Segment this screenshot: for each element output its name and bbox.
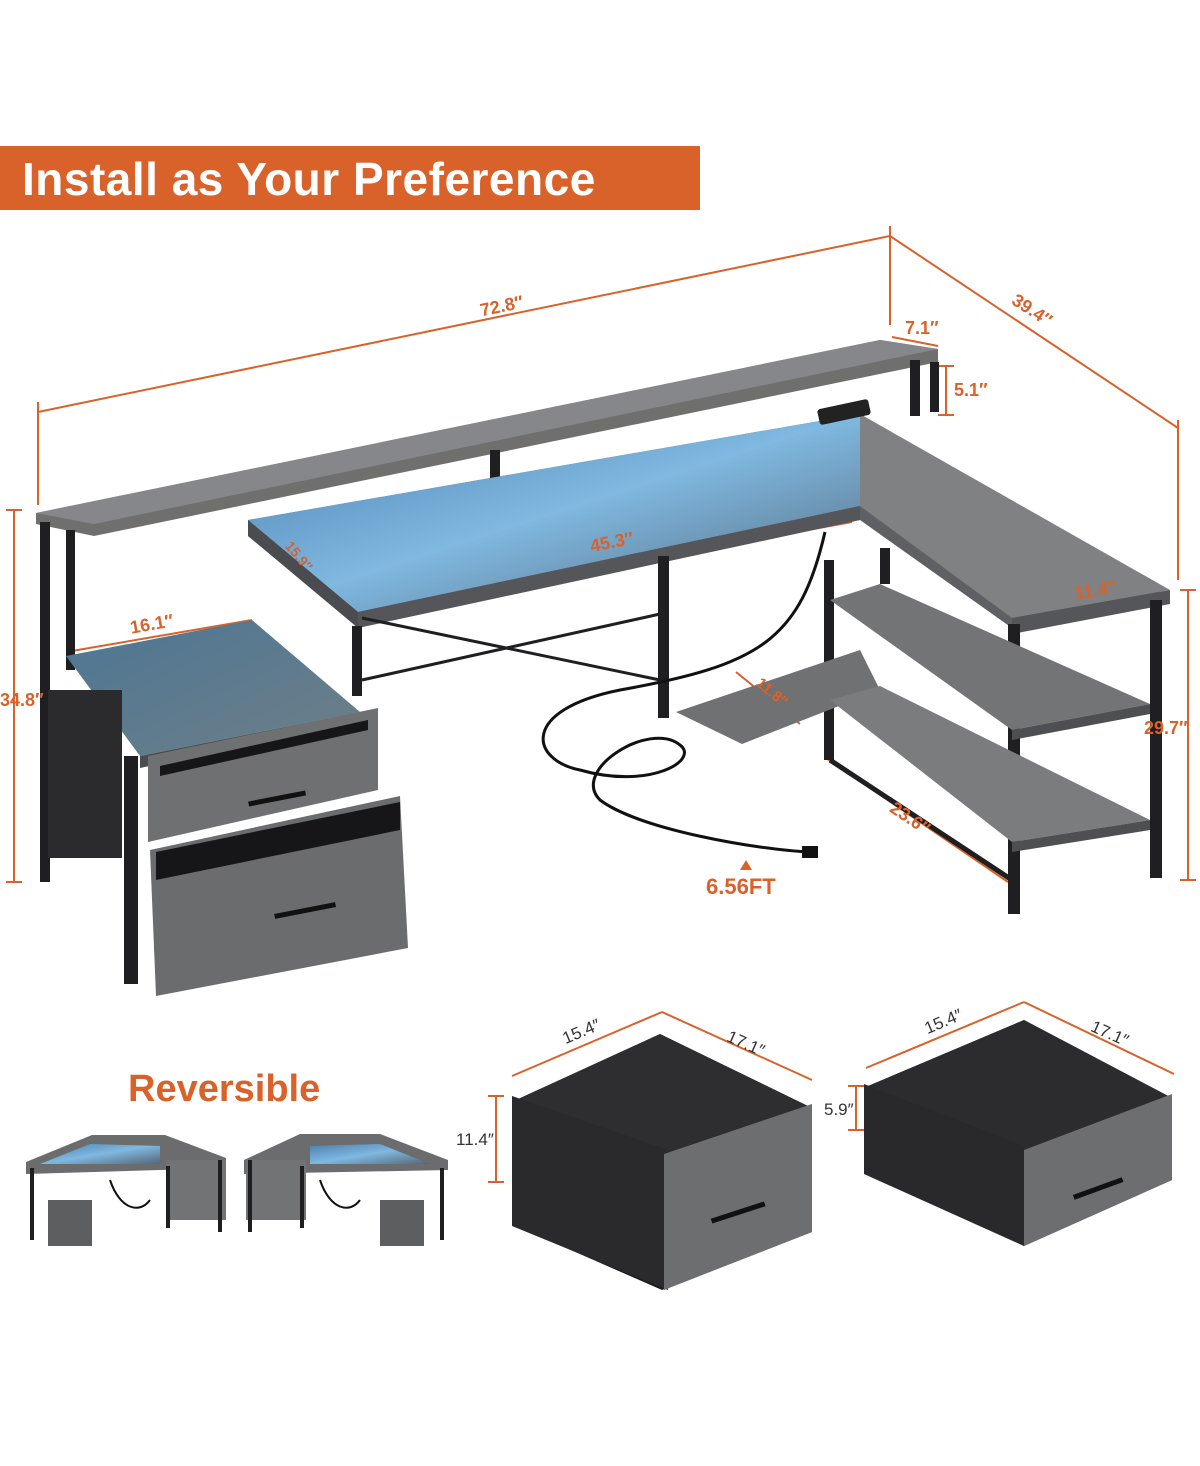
large-drawer-height: 11.4″ [456,1130,494,1149]
label-cable-length: 6.56FT [706,874,776,899]
title-banner: Install as Your Preference [0,146,700,210]
small-drawer-illustration [848,1001,1175,1246]
reversible-label: Reversible [128,1068,321,1110]
title-text: Install as Your Preference [22,153,596,205]
label-shelf-height: 29.7″ [1144,718,1188,738]
small-drawer-height: 5.9″ [824,1100,854,1119]
label-monitor-stand-height: 5.1″ [954,380,988,400]
reversible-thumbnail-right [244,1134,448,1246]
label-total-height: 34.8″ [0,690,44,710]
large-drawer-illustration [488,1011,813,1290]
desk-body [36,340,1170,996]
label-monitor-stand-depth: 7.1″ [905,318,939,338]
reversible-thumbnail-left [26,1135,226,1246]
